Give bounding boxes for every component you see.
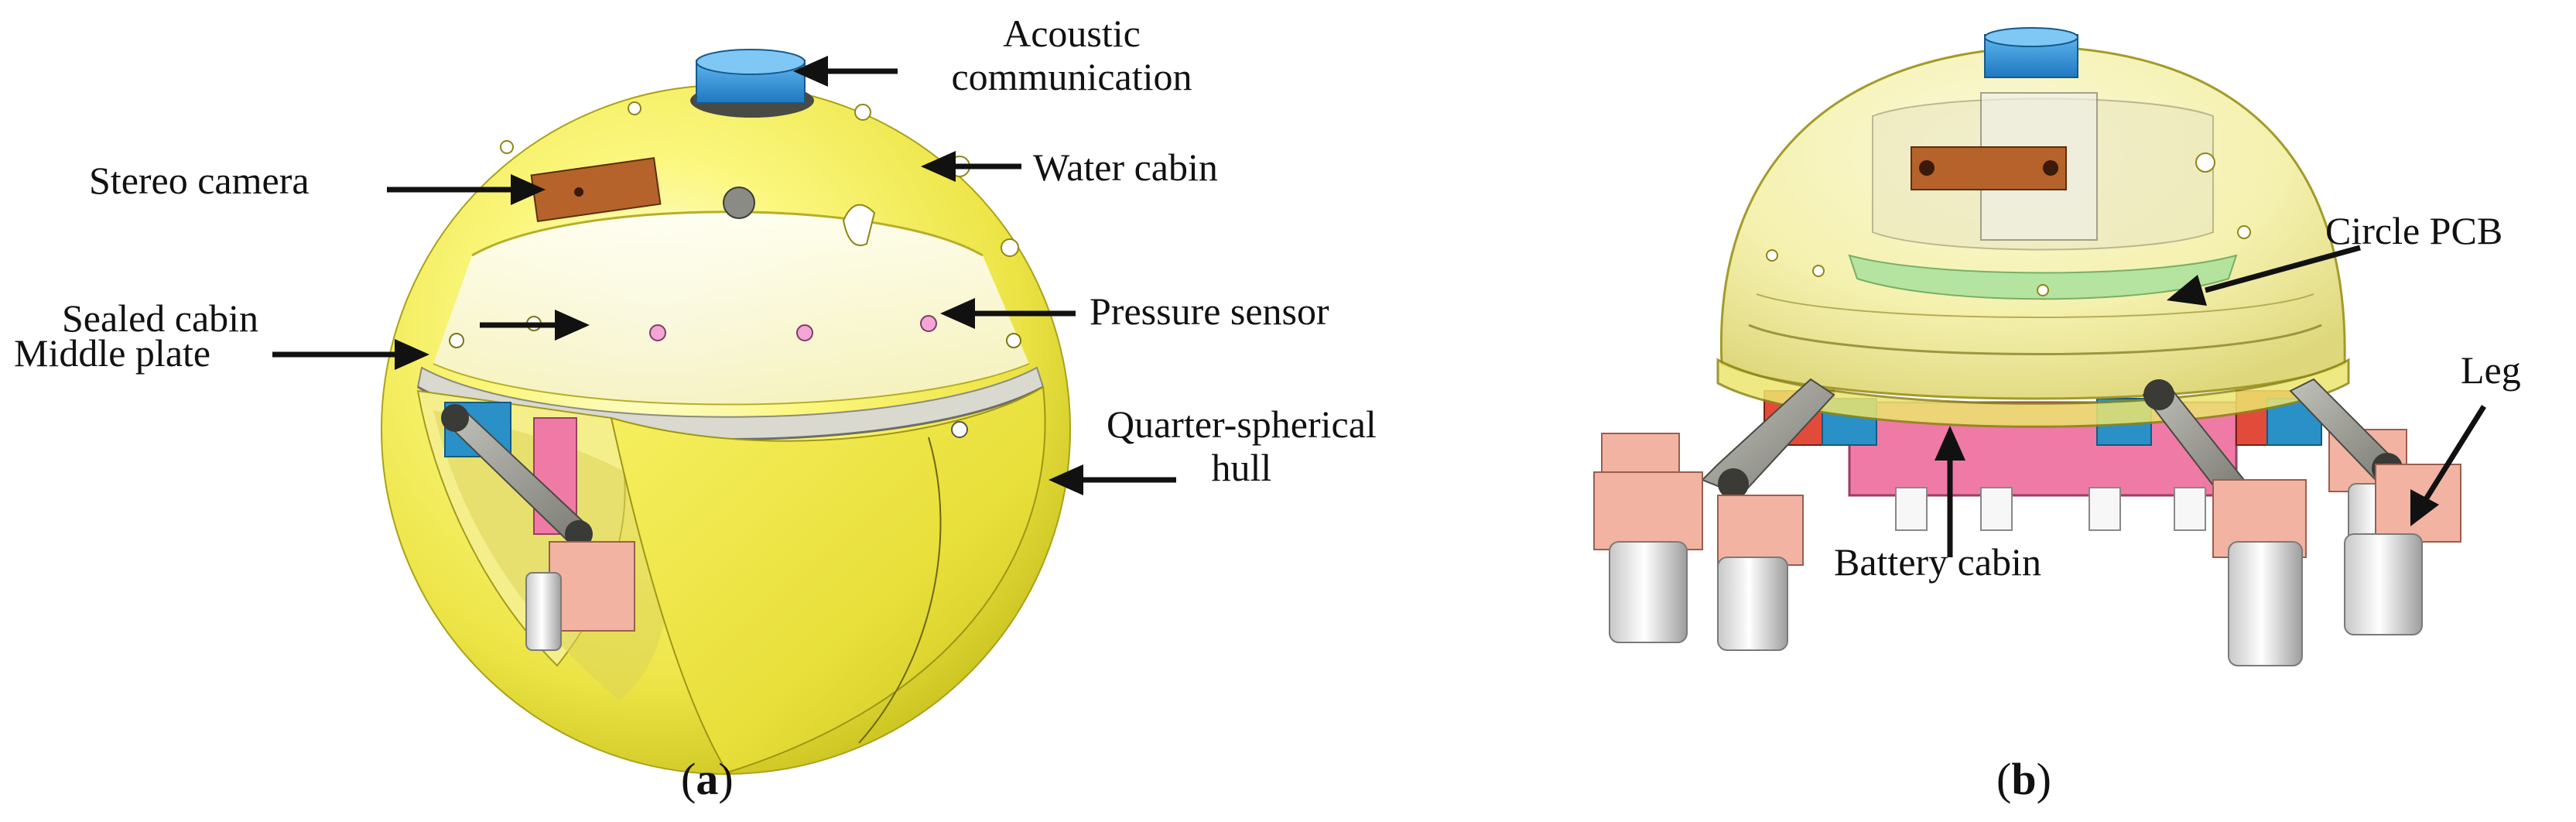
caption-b-open: ( <box>1996 754 2012 804</box>
internal-plate <box>1748 324 2322 355</box>
label-quarter-line1: Quarter-spherical <box>1107 402 1377 446</box>
caption-b: (b) <box>1996 755 2051 804</box>
sealed-cabin-band <box>433 211 1029 405</box>
dome-hole <box>2195 152 2215 173</box>
dome-hole <box>1812 265 1825 277</box>
caption-a-open: ( <box>681 754 696 804</box>
panel-a-arrows <box>272 56 1176 495</box>
label-quarter-line2: hull <box>1211 446 1272 489</box>
leg-front-right <box>2142 378 2461 666</box>
battery-stub <box>1980 487 2013 531</box>
dome-hole <box>1766 249 1778 262</box>
caption-a-letter: a <box>696 754 719 804</box>
leg-module-a <box>549 541 635 632</box>
foot-cylinder <box>2228 541 2303 666</box>
arrowhead <box>2410 489 2439 526</box>
dome-hole <box>2237 225 2251 239</box>
arrowhead <box>555 310 590 341</box>
label-sealed-cabin: Sealed cabin <box>62 296 259 340</box>
panel-b-arrows <box>1935 245 2486 557</box>
water-cabin-slot <box>842 204 876 246</box>
arrowhead <box>511 174 546 205</box>
arrowhead <box>395 339 429 370</box>
arrowhead <box>2167 275 2207 306</box>
label-water-cabin: Water cabin <box>1033 146 1218 189</box>
water-cabin-hole <box>854 104 871 121</box>
foot-cylinder <box>1717 557 1788 651</box>
label-battery-cabin: Battery cabin <box>1834 540 2041 584</box>
acoustic-top <box>696 49 806 75</box>
label-pressure-sensor: Pressure sensor <box>1090 289 1329 333</box>
quarter-spherical-hull-shell <box>610 385 1046 774</box>
foot-cylinder <box>1609 541 1688 643</box>
pressure-sensor-dot <box>920 315 937 332</box>
dome-hole <box>2037 284 2049 296</box>
internal-plate <box>1756 293 2314 318</box>
acoustic-top-b <box>1984 27 2078 47</box>
arrowhead <box>793 56 828 87</box>
bolt <box>449 333 464 348</box>
caption-a-close: ) <box>718 754 734 804</box>
label-leg: Leg <box>2461 348 2521 392</box>
camera-lens <box>2043 160 2058 176</box>
dome-rim <box>1716 358 2350 428</box>
caption-a: (a) <box>681 755 734 804</box>
foot-cylinder <box>2344 533 2423 635</box>
caption-b-letter: b <box>2011 754 2037 804</box>
pressure-sensor-dot <box>649 324 666 341</box>
leg-body <box>1593 471 1703 550</box>
hull-screw <box>951 421 968 438</box>
label-acoustic-communication: Acoustic communication <box>909 12 1234 98</box>
arrowhead <box>1049 464 1083 495</box>
battery-stub <box>2174 487 2206 531</box>
leg-joint <box>2143 379 2174 410</box>
bolt <box>1006 333 1021 348</box>
arrowhead <box>940 298 975 329</box>
label-middle-plate: Middle plate <box>14 331 211 375</box>
circle-pcb <box>1848 254 2238 300</box>
water-cabin-hole <box>1001 238 1019 257</box>
label-acoustic-line2: communication <box>951 55 1192 98</box>
arm-joint-top <box>441 404 469 432</box>
stereo-camera-b <box>1911 146 2067 190</box>
arrow-leg <box>2424 405 2486 501</box>
band-edge-bottom <box>433 363 1030 406</box>
camera-lens <box>1919 160 1935 176</box>
label-stereo-camera: Stereo camera <box>89 159 310 202</box>
caption-b-close: ) <box>2036 754 2051 804</box>
label-circle-pcb: Circle PCB <box>2325 209 2503 252</box>
battery-stub <box>2089 487 2121 531</box>
label-acoustic-line1: Acoustic <box>1003 12 1141 55</box>
stereo-camera <box>530 157 662 222</box>
quarter-hull-seam <box>858 437 942 744</box>
leg-body <box>1717 495 1804 566</box>
camera-lens <box>574 187 583 197</box>
water-cabin-hole <box>500 140 514 154</box>
leg-foot-a <box>525 572 562 651</box>
panel-a-robot-illustration <box>381 49 1071 775</box>
battery-stub <box>1895 487 1928 531</box>
arrowhead <box>921 151 956 182</box>
pressure-sensor-dot <box>796 324 813 341</box>
leg-front-left <box>1593 378 1835 651</box>
label-quarter-spherical-hull: Quarter-spherical hull <box>1107 402 1377 489</box>
arrowhead <box>1935 426 1965 461</box>
leg-joint <box>1718 468 1749 499</box>
water-cabin-hole <box>628 101 641 115</box>
water-cabin-port <box>723 187 755 219</box>
arrow-circle-pcb <box>2205 245 2361 293</box>
panel-b-robot-illustration <box>1593 27 2461 666</box>
